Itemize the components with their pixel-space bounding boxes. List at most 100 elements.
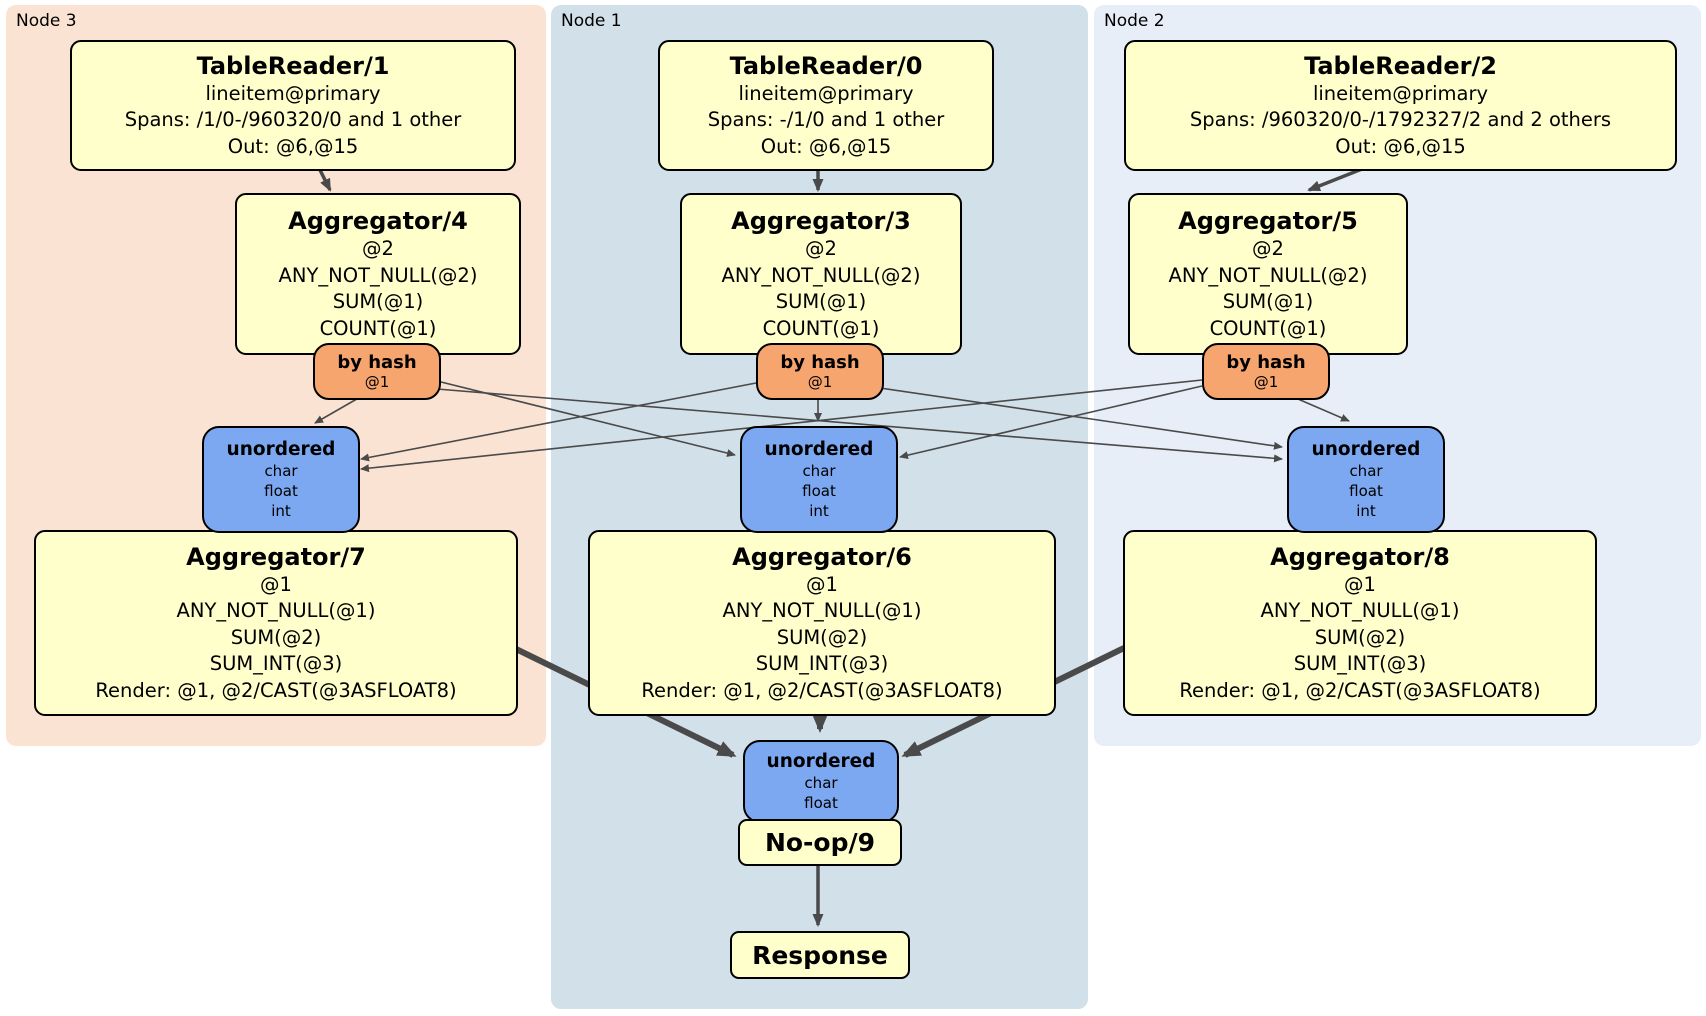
sync-item: char bbox=[802, 462, 836, 480]
box-line: ANY_NOT_NULL(@1) bbox=[1260, 599, 1460, 623]
box-line: SUM(@2) bbox=[1314, 625, 1406, 649]
box-title: Aggregator/3 bbox=[731, 207, 911, 235]
edge-tr1-agg4 bbox=[317, 167, 332, 192]
sync-title: unordered bbox=[226, 439, 336, 460]
sync-item: float bbox=[804, 794, 838, 812]
box-line: ANY_NOT_NULL(@2) bbox=[721, 263, 921, 287]
box-line: @2 bbox=[1252, 237, 1284, 260]
box-line: COUNT(@1) bbox=[762, 316, 880, 340]
box-line: Out: @6,@15 bbox=[760, 134, 892, 158]
router-detail: @1 bbox=[364, 372, 390, 391]
sync-title: unordered bbox=[1311, 439, 1421, 460]
box-title: Aggregator/6 bbox=[732, 542, 912, 571]
box-line: Spans: /960320/0-/1792327/2 and 2 others bbox=[1189, 108, 1612, 132]
box-line: COUNT(@1) bbox=[1209, 316, 1327, 340]
node2-label: Node 2 bbox=[1104, 11, 1165, 31]
sync-item: int bbox=[809, 502, 829, 520]
box-line: Spans: /1/0-/960320/0 and 1 other bbox=[124, 108, 462, 132]
tablereader-2-box: TableReader/2 lineitem@primary Spans: /9… bbox=[1124, 40, 1677, 171]
node1-label: Node 1 bbox=[561, 11, 622, 31]
node3-label: Node 3 bbox=[16, 11, 77, 31]
box-line: Render: @1, @2/CAST(@3ASFLOAT8) bbox=[641, 678, 1003, 702]
router-title: by hash bbox=[780, 351, 860, 373]
aggregator-8-box: Aggregator/8 @1 ANY_NOT_NULL(@1) SUM(@2)… bbox=[1123, 530, 1597, 716]
box-line: SUM(@2) bbox=[230, 625, 322, 649]
box-line: SUM(@1) bbox=[1222, 290, 1314, 313]
edge-bh3-u3 bbox=[314, 395, 363, 424]
edge-bh1-u3 bbox=[360, 382, 757, 462]
box-title: TableReader/1 bbox=[196, 51, 390, 80]
box-line: SUM_INT(@3) bbox=[209, 652, 343, 676]
aggregator-7-box: Aggregator/7 @1 ANY_NOT_NULL(@1) SUM(@2)… bbox=[34, 530, 518, 716]
hash-router-node2: by hash @1 bbox=[1202, 343, 1330, 400]
aggregator-5-box: Aggregator/5 @2 ANY_NOT_NULL(@2) SUM(@1)… bbox=[1128, 193, 1408, 355]
edge-bh1-u2 bbox=[879, 387, 1283, 450]
tablereader-1-box: TableReader/1 lineitem@primary Spans: /1… bbox=[70, 40, 516, 171]
sync-item: float bbox=[1349, 482, 1383, 500]
aggregator-3-box: Aggregator/3 @2 ANY_NOT_NULL(@2) SUM(@1)… bbox=[680, 193, 962, 355]
box-title: Aggregator/8 bbox=[1270, 542, 1450, 571]
box-line: @2 bbox=[362, 237, 394, 260]
router-title: by hash bbox=[1226, 351, 1306, 373]
edge-tr2-agg5 bbox=[1307, 167, 1363, 192]
box-line: lineitem@primary bbox=[205, 81, 381, 105]
box-line: SUM_INT(@3) bbox=[1293, 652, 1427, 676]
sync-item: float bbox=[802, 482, 836, 500]
sync-item: char bbox=[804, 774, 838, 792]
box-title: No-op/9 bbox=[764, 828, 876, 857]
box-line: lineitem@primary bbox=[738, 81, 914, 105]
box-line: SUM(@2) bbox=[776, 625, 868, 649]
box-line: Render: @1, @2/CAST(@3ASFLOAT8) bbox=[1179, 678, 1541, 702]
aggregator-4-box: Aggregator/4 @2 ANY_NOT_NULL(@2) SUM(@1)… bbox=[235, 193, 521, 355]
unordered-sync-node3: unordered char float int bbox=[202, 426, 360, 533]
sync-item: float bbox=[264, 482, 298, 500]
response-box: Response bbox=[730, 931, 910, 979]
noop-9-box: No-op/9 bbox=[738, 819, 902, 866]
box-line: @1 bbox=[806, 572, 838, 596]
box-line: COUNT(@1) bbox=[319, 316, 437, 340]
box-line: Spans: -/1/0 and 1 other bbox=[707, 108, 945, 132]
router-detail: @1 bbox=[807, 372, 833, 391]
box-title: Aggregator/5 bbox=[1178, 207, 1358, 235]
box-line: @1 bbox=[1344, 572, 1376, 596]
sync-item: char bbox=[264, 462, 298, 480]
hash-router-node3: by hash @1 bbox=[313, 343, 441, 400]
sync-item: char bbox=[1349, 462, 1383, 480]
tablereader-to-aggregator-edges bbox=[317, 167, 1363, 192]
tablereader-0-box: TableReader/0 lineitem@primary Spans: -/… bbox=[658, 40, 994, 171]
sync-title: unordered bbox=[764, 439, 874, 460]
box-line: ANY_NOT_NULL(@2) bbox=[1168, 263, 1368, 287]
box-line: ANY_NOT_NULL(@1) bbox=[176, 599, 376, 623]
box-title: TableReader/0 bbox=[729, 51, 923, 80]
edge-bh2-u2 bbox=[1290, 395, 1350, 422]
box-title: Aggregator/4 bbox=[288, 207, 468, 235]
box-title: Response bbox=[752, 940, 888, 970]
aggregator-6-box: Aggregator/6 @1 ANY_NOT_NULL(@1) SUM(@2)… bbox=[588, 530, 1056, 716]
box-title: Aggregator/7 bbox=[186, 542, 366, 571]
box-line: Out: @6,@15 bbox=[227, 134, 359, 158]
unordered-sync-node2: unordered char float int bbox=[1287, 426, 1445, 533]
box-line: SUM(@1) bbox=[775, 290, 867, 313]
box-line: ANY_NOT_NULL(@1) bbox=[722, 599, 922, 623]
box-line: @2 bbox=[805, 237, 837, 260]
box-line: SUM(@1) bbox=[332, 290, 424, 313]
edge-bh2-u1 bbox=[899, 385, 1203, 460]
box-line: Render: @1, @2/CAST(@3ASFLOAT8) bbox=[95, 678, 457, 702]
sync-item: int bbox=[1356, 502, 1376, 520]
box-line: Out: @6,@15 bbox=[1335, 134, 1466, 158]
edge-bh2-u3 bbox=[360, 379, 1203, 473]
edge-bh3-u2 bbox=[436, 388, 1283, 463]
sync-title: unordered bbox=[766, 751, 876, 772]
box-line: @1 bbox=[260, 572, 292, 596]
sync-item: int bbox=[271, 502, 291, 520]
hash-router-node1: by hash @1 bbox=[756, 343, 884, 400]
unordered-sync-node1: unordered char float int bbox=[740, 426, 898, 533]
router-to-sync-edges bbox=[314, 379, 1350, 473]
router-detail: @1 bbox=[1253, 372, 1279, 391]
router-title: by hash bbox=[337, 351, 417, 373]
box-line: ANY_NOT_NULL(@2) bbox=[278, 263, 478, 287]
unordered-sync-final: unordered char float bbox=[743, 740, 899, 823]
box-line: lineitem@primary bbox=[1312, 81, 1489, 105]
box-line: SUM_INT(@3) bbox=[755, 652, 889, 676]
